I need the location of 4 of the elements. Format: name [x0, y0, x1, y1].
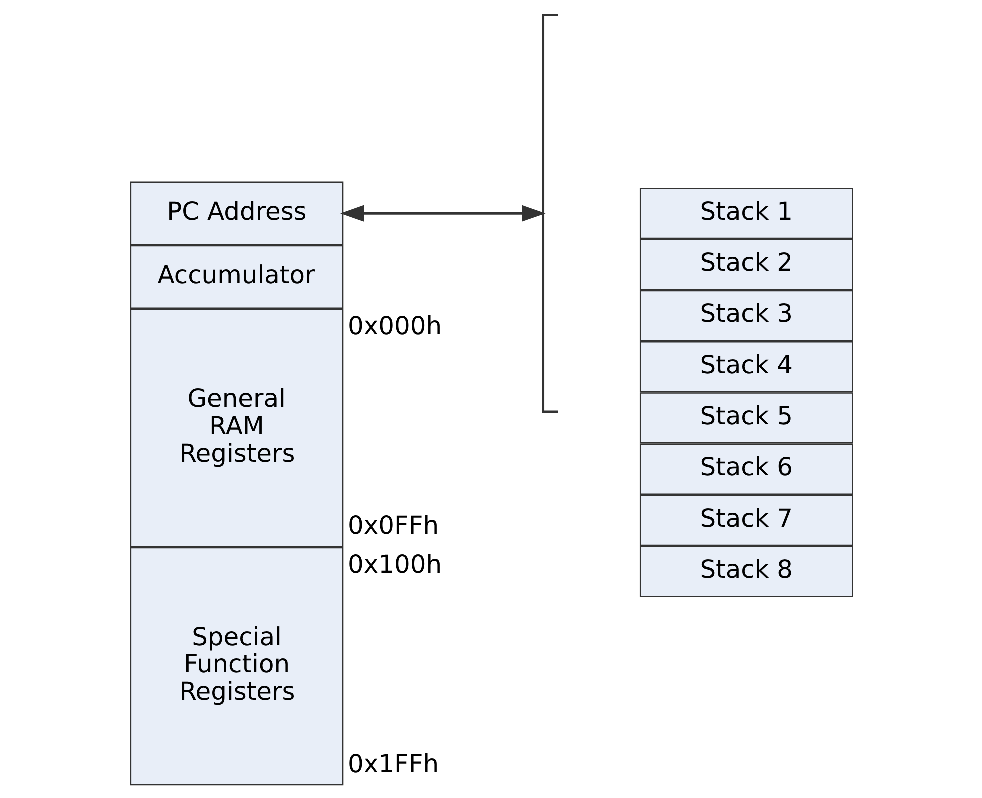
node-label: 0x000h	[348, 311, 442, 340]
node-label: 0x100h	[348, 549, 442, 578]
node-label: 0x1FFh	[348, 749, 439, 778]
node-label: 0x0FFh	[348, 510, 439, 540]
